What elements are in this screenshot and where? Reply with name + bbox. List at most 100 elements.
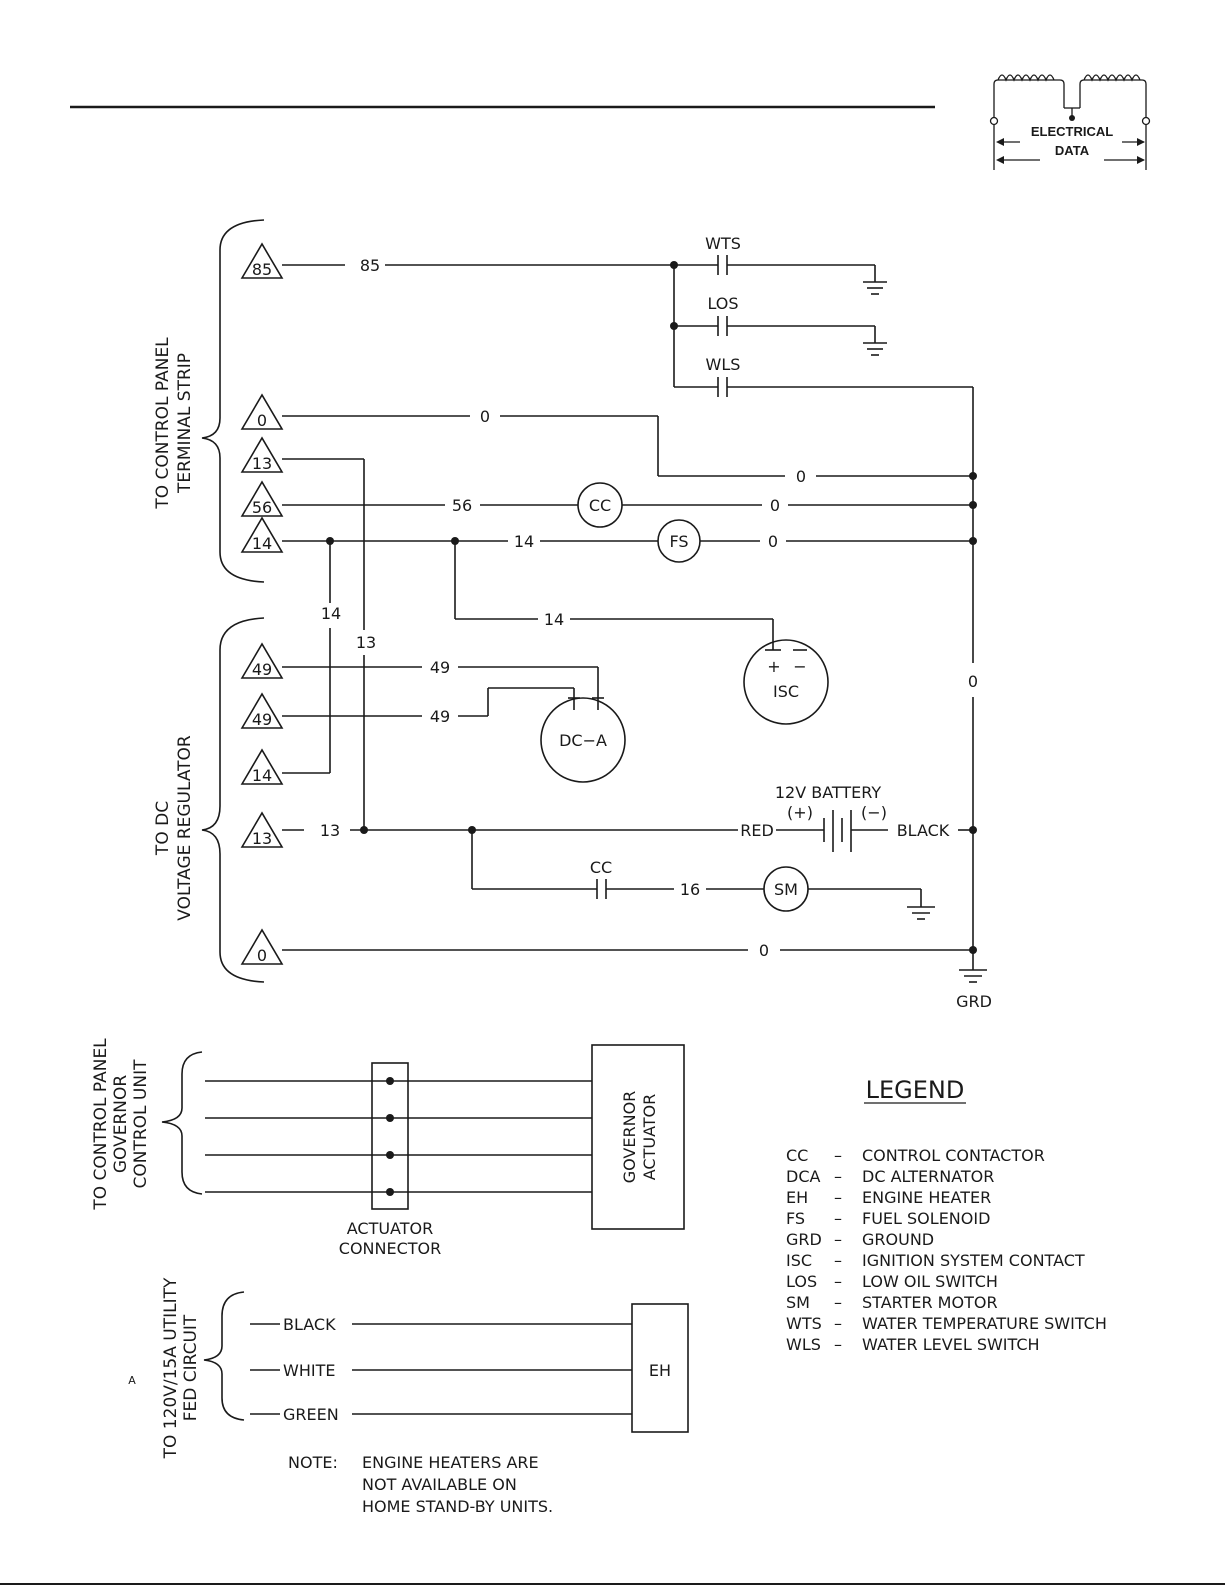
wire-14-isc-label: 14: [544, 610, 564, 629]
isc-label: ISC: [773, 682, 799, 701]
terminal-13-bottom-label: 13: [252, 829, 272, 848]
heater-wire-green-label: GREEN: [283, 1405, 339, 1424]
wire-56: 56: [282, 496, 578, 515]
battery-pos-label: (+): [787, 803, 813, 822]
dca-label: DC−A: [559, 731, 607, 750]
legend-desc: GROUND: [862, 1230, 934, 1249]
isc-contact: + − ISC: [743, 639, 829, 725]
wls-label: WLS: [706, 355, 741, 374]
wts-label: WTS: [705, 234, 741, 253]
legend-abbr: DCA: [786, 1167, 820, 1186]
actuator-connector: ACTUATOR CONNECTOR: [339, 1062, 441, 1258]
wire-0-fs-label: 0: [768, 532, 778, 551]
legend-abbr: WTS: [786, 1314, 822, 1333]
battery-12v: 12V BATTERY (+) (−) BLACK: [775, 783, 973, 852]
wire-49-a: 49: [282, 658, 599, 698]
sm-ground-icon: [907, 906, 935, 920]
legend-item: EH–ENGINE HEATER: [786, 1188, 991, 1207]
wire-14-vertical: 14: [282, 541, 341, 774]
legend-item: FS–FUEL SOLENOID: [786, 1209, 990, 1228]
legend-dash: –: [834, 1209, 842, 1228]
terminal-14-top: 14: [240, 516, 284, 553]
legend-dash: –: [834, 1167, 842, 1186]
legend-abbr: LOS: [786, 1272, 817, 1291]
governor-actuator: GOVERNOR ACTUATOR: [591, 1044, 685, 1230]
legend-desc: CONTROL CONTACTOR: [862, 1146, 1045, 1165]
wire-0-top: 0 0: [282, 407, 973, 486]
legend-desc: DC ALTERNATOR: [862, 1167, 994, 1186]
legend-item: WTS–WATER TEMPERATURE SWITCH: [786, 1314, 1107, 1333]
legend-abbr: FS: [786, 1209, 805, 1228]
legend-dash: –: [834, 1293, 842, 1312]
grd-ground-icon: [959, 969, 987, 983]
legend-item: LOS–LOW OIL SWITCH: [786, 1272, 998, 1291]
terminal-0-bottom: 0: [240, 928, 284, 965]
battery-label: 12V BATTERY: [775, 783, 882, 802]
grd-label: GRD: [956, 992, 992, 1011]
terminal-56: 56: [240, 480, 284, 517]
control-panel-label-1: TO CONTROL PANEL: [153, 337, 173, 510]
legend-dash: –: [834, 1251, 842, 1270]
black-label: BLACK: [897, 821, 950, 840]
governor-label-1: TO CONTROL PANEL: [91, 1038, 111, 1211]
los-ground-icon: [863, 342, 887, 356]
actuator-wires: [205, 1080, 592, 1193]
wire-13-vertical-label: 13: [356, 633, 376, 652]
legend-dash: –: [834, 1146, 842, 1165]
wire-13-vertical: 13: [282, 458, 376, 830]
note: NOTE: ENGINE HEATERS ARE NOT AVAILABLE O…: [288, 1453, 553, 1516]
wls-switch: WLS: [674, 355, 973, 397]
fs-label: FS: [669, 532, 688, 551]
wire-85: 85: [282, 256, 718, 387]
wts-ground-icon: [863, 281, 887, 295]
wire-0-bus-label: 0: [968, 672, 978, 691]
note-prefix: NOTE:: [288, 1453, 338, 1472]
wire-14: 14: [282, 532, 658, 551]
governor-actuator-label-2: ACTUATOR: [640, 1094, 659, 1181]
legend-dash: –: [834, 1230, 842, 1249]
terminal-85: 85: [240, 242, 284, 279]
wire-0-bus: 0: [968, 387, 978, 970]
cc2-label: CC: [590, 858, 612, 877]
wire-13-label: 13: [320, 821, 340, 840]
terminal-13-bottom: 13: [240, 811, 284, 848]
legend-abbr: CC: [786, 1146, 808, 1165]
heater-wire-green: GREEN: [250, 1405, 632, 1424]
legend-desc: IGNITION SYSTEM CONTACT: [862, 1251, 1085, 1270]
legend-item: DCA– DC ALTERNATOR: [786, 1167, 994, 1186]
wire-0-fs: 0: [700, 532, 973, 551]
terminal-14-bottom: 14: [240, 748, 284, 785]
isc-plus: +: [767, 657, 780, 676]
wire-49-a-label: 49: [430, 658, 450, 677]
wire-14-label: 14: [514, 532, 534, 551]
brace-dc-regulator: [201, 617, 265, 983]
control-panel-label-2: TERMINAL STRIP: [175, 353, 195, 494]
legend-item: WLS–WATER LEVEL SWITCH: [786, 1335, 1040, 1354]
dc-regulator-label-1: TO DC: [153, 801, 173, 856]
wire-0-right-label: 0: [796, 467, 806, 486]
fs-solenoid: FS: [657, 519, 701, 563]
eh-label: EH: [649, 1361, 671, 1380]
electrical-data-logo: ELECTRICAL DATA: [989, 74, 1151, 170]
terminal-56-label: 56: [252, 498, 272, 517]
note-line-2: NOT AVAILABLE ON: [362, 1475, 517, 1494]
legend-desc: WATER LEVEL SWITCH: [862, 1335, 1040, 1354]
wire-16: CC 16: [471, 830, 764, 899]
brace-governor: [161, 1051, 203, 1195]
terminal-14-top-label: 14: [252, 534, 272, 553]
terminal-14-bottom-label: 14: [252, 766, 272, 785]
terminal-49-a-label: 49: [252, 660, 272, 679]
dca-alternator: DC−A: [540, 697, 626, 783]
heater-wire-white-label: WHITE: [283, 1361, 335, 1380]
wire-0-bottom: 0: [282, 941, 973, 960]
wire-0-top-label: 0: [480, 407, 490, 426]
isc-minus: −: [793, 657, 806, 676]
legend-title: LEGEND: [866, 1076, 965, 1104]
governor-actuator-label-1: GOVERNOR: [620, 1091, 639, 1184]
legend-item: CC – CONTROL CONTACTOR: [786, 1146, 1045, 1165]
legend-abbr: ISC: [786, 1251, 812, 1270]
heater-wire-black: BLACK: [250, 1315, 632, 1334]
battery-neg-label: (−): [861, 803, 887, 822]
cc-label: CC: [589, 496, 611, 515]
